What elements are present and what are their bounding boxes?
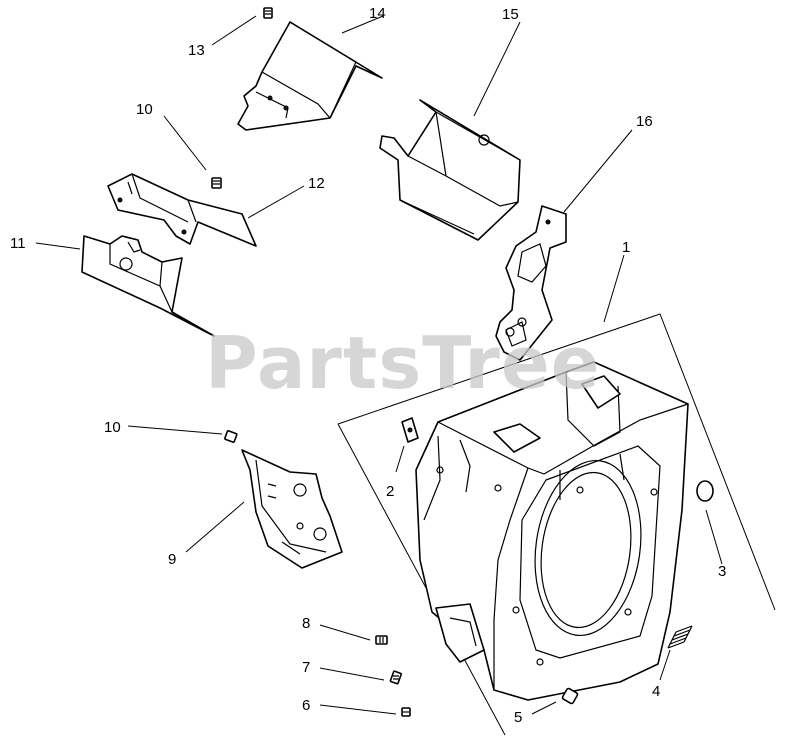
leader-14 xyxy=(341,15,384,34)
part-3-grommet xyxy=(696,480,714,502)
part-16-bracket xyxy=(495,205,567,361)
part-7-screw xyxy=(389,670,402,685)
part-1-blower-housing xyxy=(415,361,689,701)
part-12-panel xyxy=(107,173,257,247)
part-9-bracket xyxy=(241,449,343,569)
leader-4 xyxy=(659,649,671,681)
leader-7 xyxy=(319,667,385,681)
callout-2: 2 xyxy=(386,483,394,500)
leader-12 xyxy=(247,185,305,219)
leader-8 xyxy=(319,624,371,641)
leader-9 xyxy=(185,501,245,553)
callout-5: 5 xyxy=(514,709,522,726)
leader-3 xyxy=(705,509,723,565)
callout-15: 15 xyxy=(502,6,519,23)
leader-11 xyxy=(35,242,81,250)
leader-15 xyxy=(473,21,521,117)
callout-4: 4 xyxy=(652,683,660,700)
part-11-panel xyxy=(81,235,215,337)
part-13-screw xyxy=(263,7,273,19)
callout-7: 7 xyxy=(302,659,310,676)
callout-9: 9 xyxy=(168,551,176,568)
callout-16: 16 xyxy=(636,113,653,130)
leader-16 xyxy=(563,129,633,213)
callout-6: 6 xyxy=(302,697,310,714)
callout-3: 3 xyxy=(718,563,726,580)
leader-5 xyxy=(531,701,557,715)
callout-13: 13 xyxy=(188,42,205,59)
callout-1: 1 xyxy=(622,239,630,256)
callout-10-lower: 10 xyxy=(104,419,121,436)
callout-14: 14 xyxy=(369,5,386,22)
assembly-frame xyxy=(337,313,776,736)
callout-10-upper: 10 xyxy=(136,101,153,118)
leader-1 xyxy=(603,254,625,323)
part-2-clip xyxy=(401,417,419,443)
part-10-screw-upper xyxy=(211,177,222,189)
part-6-screw xyxy=(401,707,411,717)
callout-12: 12 xyxy=(308,175,325,192)
leader-2 xyxy=(395,445,405,473)
leader-10b xyxy=(127,425,223,435)
part-14-baffle xyxy=(237,21,383,131)
callout-8: 8 xyxy=(302,615,310,632)
leader-13 xyxy=(211,15,257,46)
part-8-screw xyxy=(375,635,388,645)
leader-6 xyxy=(319,704,397,715)
part-10-screw-lower xyxy=(224,430,238,443)
callout-11: 11 xyxy=(10,235,26,252)
leader-10a xyxy=(163,115,207,171)
part-4-spring xyxy=(667,625,693,649)
part-15-baffle xyxy=(379,99,521,241)
part-5-nut xyxy=(561,687,579,705)
